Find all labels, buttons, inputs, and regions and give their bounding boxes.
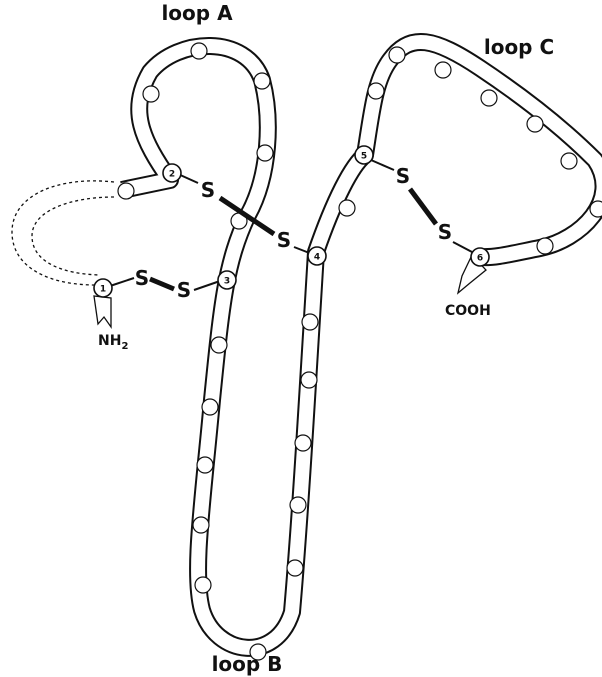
cysteine-2: 2 [163, 164, 181, 182]
cysteine-number: 6 [477, 254, 483, 264]
cysteine-number: 4 [314, 253, 320, 263]
residue-circle [257, 145, 273, 161]
residue-circle [290, 497, 306, 513]
residue-circle [202, 399, 218, 415]
residue-circle [590, 201, 602, 217]
disulfide-bond-1-3 [150, 279, 174, 289]
n-terminus-label: NH2 [98, 333, 128, 352]
disulfide-bond-5-6 [410, 189, 436, 224]
residue-circle [389, 47, 405, 63]
loop-a-label: loop A [161, 1, 233, 25]
residue-circle [339, 200, 355, 216]
cysteine-4: 4 [308, 247, 326, 265]
residue-circle [302, 314, 318, 330]
cysteine-number: 5 [361, 152, 367, 162]
residue-circle [143, 86, 159, 102]
dashed-chain-outer [12, 181, 114, 285]
residue-circle [435, 62, 451, 78]
residue-circle [295, 435, 311, 451]
residue-circle [195, 577, 211, 593]
cysteine-number: 3 [224, 277, 230, 287]
residue-circle [287, 560, 303, 576]
residue-circle [191, 43, 207, 59]
sulfur-label: S [438, 220, 452, 244]
bond-line [371, 160, 394, 170]
loop-b-label: loop B [212, 652, 283, 676]
sulfur-label: S [396, 164, 410, 188]
cysteine-number: 1 [100, 285, 106, 295]
sulfur-label: S [277, 228, 291, 252]
residue-circle [211, 337, 227, 353]
residue-circle [301, 372, 317, 388]
cysteine-3: 3 [218, 271, 236, 289]
loop-c-label: loop C [484, 35, 554, 59]
residue-circle [527, 116, 543, 132]
n-terminus-flag [94, 296, 111, 327]
residue-circle [561, 153, 577, 169]
polypeptide-chain [122, 42, 602, 648]
cysteine-6: 6 [471, 248, 489, 266]
bond-line [453, 242, 472, 252]
sulfur-label: S [135, 266, 149, 290]
residue-circle [118, 183, 134, 199]
residue-circle [197, 457, 213, 473]
residue-circle [254, 73, 270, 89]
dashed-chain-inner [32, 197, 114, 275]
cysteine-1: 1 [94, 279, 112, 297]
residue-circle [193, 517, 209, 533]
bond-line [110, 278, 134, 286]
c-terminus-label: COOH [445, 303, 491, 319]
cysteine-5: 5 [355, 146, 373, 164]
residue-circle [481, 90, 497, 106]
residue-circle [537, 238, 553, 254]
bond-line [194, 281, 220, 290]
cysteine-number: 2 [169, 170, 175, 180]
residue-circle [368, 83, 384, 99]
sulfur-label: S [201, 178, 215, 202]
sulfur-label: S [177, 278, 191, 302]
